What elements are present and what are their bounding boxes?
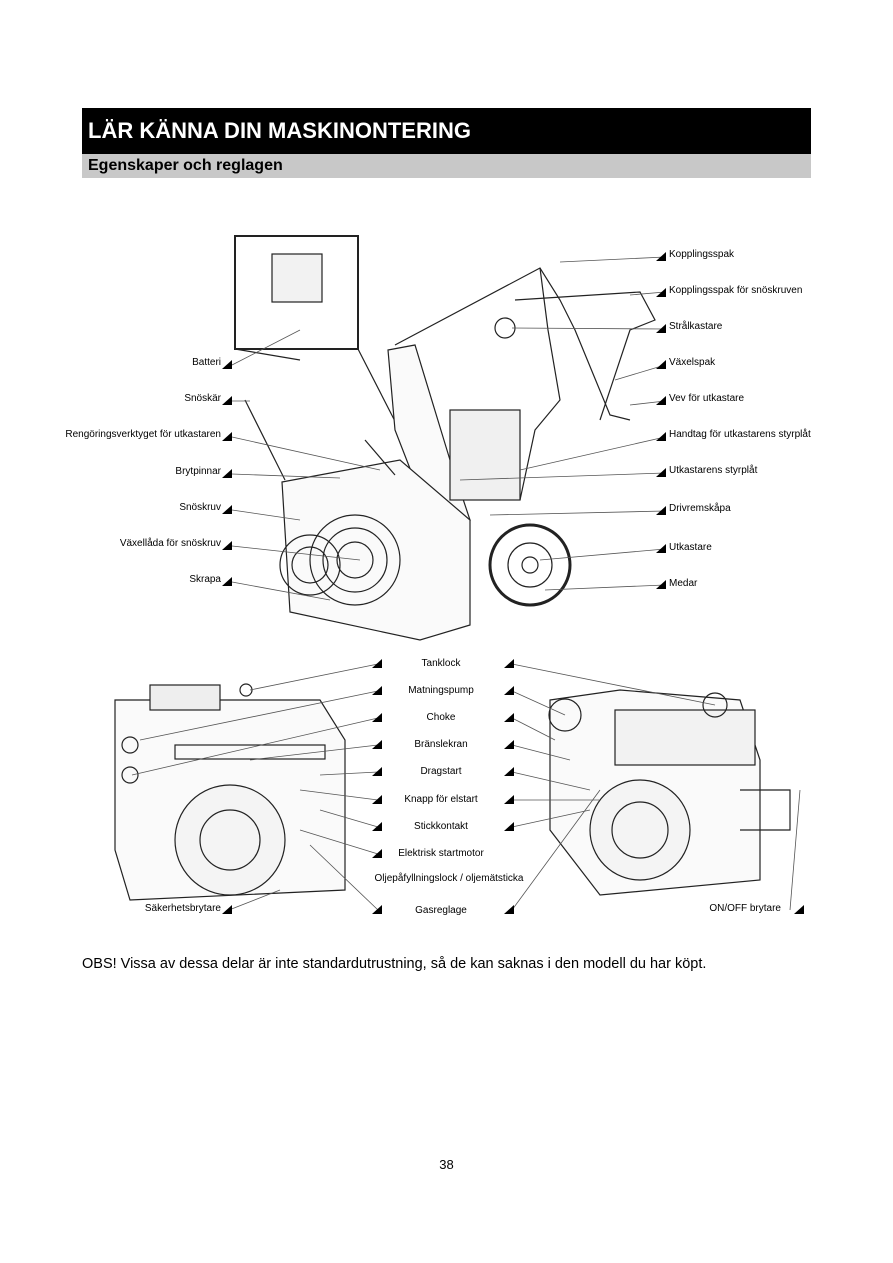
label-kopplingsspak: Kopplingsspak bbox=[669, 249, 735, 260]
label-choke: Choke bbox=[426, 712, 456, 723]
page-title: LÄR KÄNNA DIN MASKINONTERING bbox=[82, 108, 811, 154]
note-text: OBS! Vissa av dessa delar är inte standa… bbox=[82, 956, 707, 972]
label-stickkontakt: Stickkontakt bbox=[414, 821, 468, 832]
label-medar: Medar bbox=[669, 578, 698, 589]
label-branslekran: Bränslekran bbox=[414, 739, 468, 750]
label-elektrisk-startmotor: Elektrisk startmotor bbox=[398, 848, 484, 859]
label-skrapa: Skrapa bbox=[189, 574, 221, 585]
label-oljepafyllningslock: Oljepåfyllningslock / oljemätsticka bbox=[374, 873, 524, 884]
label-brytpinnar: Brytpinnar bbox=[175, 466, 221, 477]
label-sakerhetsbrytare: Säkerhetsbrytare bbox=[144, 903, 221, 914]
label-utkastare: Utkastare bbox=[669, 542, 712, 553]
label-dragstart: Dragstart bbox=[420, 766, 462, 777]
label-on-off-brytare: ON/OFF brytare bbox=[709, 903, 781, 914]
section-subtitle: Egenskaper och reglagen bbox=[82, 154, 811, 178]
label-tanklock: Tanklock bbox=[421, 658, 461, 669]
label-vaxellada: Växellåda för snöskruv bbox=[119, 538, 221, 549]
label-knapp-elstart: Knapp för elstart bbox=[404, 794, 478, 805]
label-stralkastare: Strålkastare bbox=[669, 321, 723, 332]
label-handtag-styrplat: Handtag för utkastarens styrplåt bbox=[669, 429, 811, 440]
label-drivremskapa: Drivremskåpa bbox=[669, 503, 731, 514]
label-matningspump: Matningspump bbox=[408, 685, 474, 696]
label-snoskruv: Snöskruv bbox=[179, 502, 221, 513]
label-styrplat: Utkastarens styrplåt bbox=[669, 465, 758, 476]
label-snoskar: Snöskär bbox=[184, 393, 221, 404]
page-number: 38 bbox=[439, 1157, 454, 1172]
label-gasreglage: Gasreglage bbox=[415, 905, 467, 916]
label-kopplingsspak-snoskruv: Kopplingsspak för snöskruven bbox=[669, 285, 803, 296]
label-batteri: Batteri bbox=[192, 357, 221, 368]
label-vev-utkastare: Vev för utkastare bbox=[669, 393, 745, 404]
label-vaxelspak: Växelspak bbox=[669, 357, 716, 368]
label-rengoringsverktyg: Rengöringsverktyget för utkastaren bbox=[65, 429, 221, 440]
battery-inset-frame bbox=[234, 235, 359, 350]
